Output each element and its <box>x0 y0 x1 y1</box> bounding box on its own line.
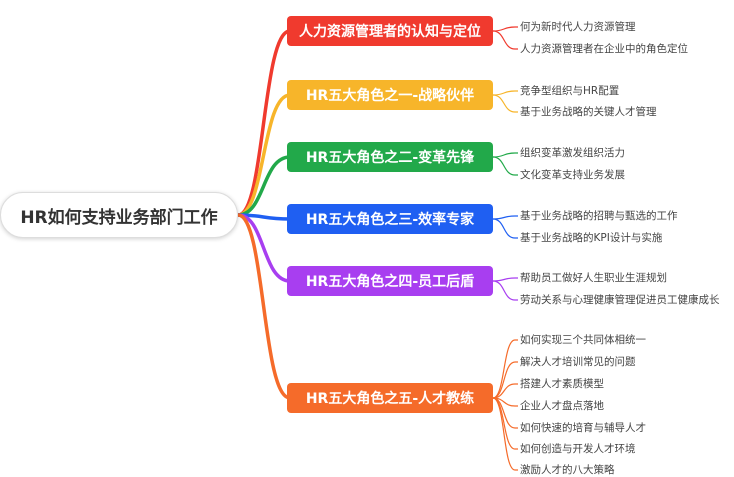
leaf-connector <box>492 280 518 301</box>
leaf-connector <box>492 361 518 399</box>
leaf-connector <box>492 26 518 32</box>
leaf-node[interactable]: 劳动关系与心理健康管理促进员工健康成长 <box>520 294 720 306</box>
root-connector <box>237 213 291 283</box>
leaf-connector <box>492 277 518 282</box>
leaf-node[interactable]: 基于业务战略的关键人才管理 <box>520 106 657 118</box>
leaf-node[interactable]: 如何实现三个共同体相统一 <box>520 334 646 346</box>
branch-node[interactable]: HR五大角色之二-变革先锋 <box>287 142 493 172</box>
leaf-node[interactable]: 解决人才培训常见的问题 <box>520 356 636 368</box>
leaf-node[interactable]: 人力资源管理者在企业中的角色定位 <box>520 43 688 55</box>
leaf-node[interactable]: 竞争型组织与HR配置 <box>520 85 620 97</box>
branch-node[interactable]: HR五大角色之三-效率专家 <box>287 204 493 234</box>
leaf-node[interactable]: 激励人才的八大策略 <box>520 464 615 476</box>
leaf-connector <box>492 339 518 399</box>
leaf-node[interactable]: 组织变革激发组织活力 <box>520 147 625 159</box>
leaf-connector <box>492 218 518 239</box>
leaf-connector <box>492 397 518 471</box>
leaf-connector <box>492 383 518 399</box>
leaf-node[interactable]: 基于业务战略的招聘与甄选的工作 <box>520 210 678 222</box>
leaf-node[interactable]: 如何快速的培育与辅导人才 <box>520 422 646 434</box>
leaf-node[interactable]: 企业人才盘点落地 <box>520 400 604 412</box>
root-connector <box>237 93 291 217</box>
leaf-node[interactable]: 帮助员工做好人生职业生涯规划 <box>520 272 667 284</box>
leaf-node[interactable]: 搭建人才素质模型 <box>520 378 604 390</box>
leaf-node[interactable]: 基于业务战略的KPI设计与实施 <box>520 232 663 244</box>
branch-node[interactable]: 人力资源管理者的认知与定位 <box>287 16 493 46</box>
root-connector <box>237 155 291 217</box>
leaf-connector <box>492 30 518 50</box>
branch-node[interactable]: HR五大角色之四-员工后盾 <box>287 266 493 296</box>
leaf-connector <box>492 156 518 176</box>
branch-node[interactable]: HR五大角色之五-人才教练 <box>287 383 493 413</box>
leaf-connector <box>492 215 518 220</box>
branch-node[interactable]: HR五大角色之一-战略伙伴 <box>287 80 493 110</box>
leaf-node[interactable]: 何为新时代人力资源管理 <box>520 21 636 33</box>
leaf-connector <box>492 90 518 96</box>
root-connector <box>237 213 291 400</box>
leaf-node[interactable]: 如何创造与开发人才环境 <box>520 443 636 455</box>
leaf-node[interactable]: 文化变革支持业务发展 <box>520 169 625 181</box>
root-node[interactable]: HR如何支持业务部门工作 <box>0 192 238 238</box>
leaf-connector <box>492 94 518 113</box>
leaf-connector <box>492 152 518 158</box>
